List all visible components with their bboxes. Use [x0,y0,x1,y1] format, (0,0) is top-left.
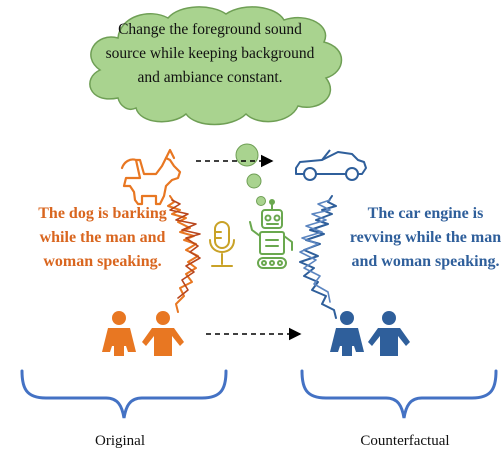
robot-icon [249,199,293,269]
thought-bubble-large [235,143,259,167]
counterfactual-sound-wave [299,195,337,319]
thought-bubble-medium [246,173,262,189]
car-icon [295,149,367,181]
thought-bubble-small [256,196,266,206]
people-icon-original [102,311,184,356]
dog-icon [120,148,182,206]
counterfactual-label: Counterfactual [360,433,450,449]
original-sound-wave [167,195,201,313]
instruction-text: Change the foreground sound source while… [105,21,315,86]
counterfactual-brace [300,369,498,419]
people-icon-counterfactual [330,311,410,356]
microphone-icon [209,221,235,267]
counterfactual-caption: The car engine is revving while the man … [349,205,502,270]
original-caption: The dog is barking while the man and wom… [38,205,167,270]
original-label: Original [95,433,145,449]
original-brace [20,369,228,419]
thought-cloud [89,6,343,206]
